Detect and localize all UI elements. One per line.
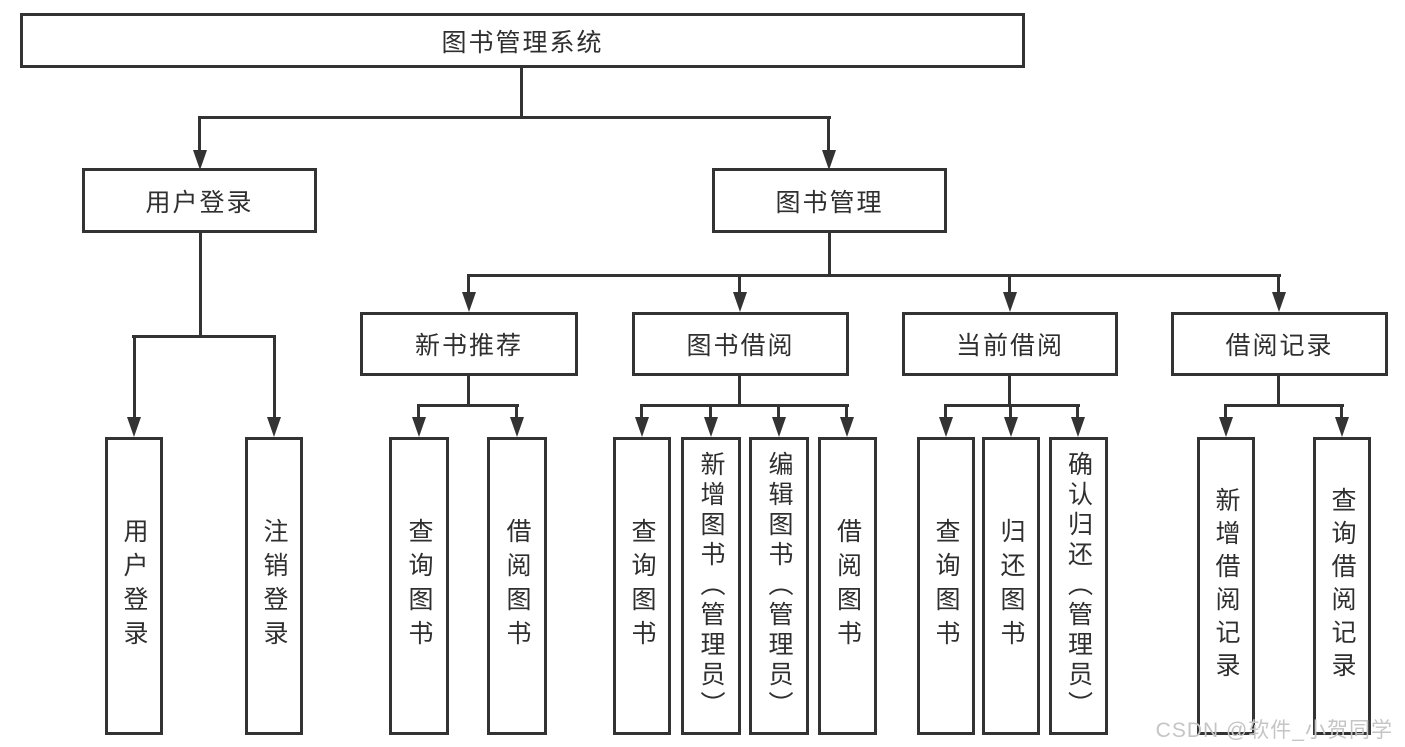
- arrowhead-query-book-2: [635, 417, 649, 437]
- leaf-edit-book-admin: 编辑图书（管理员）: [749, 437, 809, 735]
- arrowhead-add-borrow-record: [1219, 417, 1233, 437]
- node-borrowing-records: 借阅记录: [1171, 312, 1388, 376]
- leaf-confirm-return-admin: 确认归还（管理员）: [1049, 437, 1108, 735]
- connector-book-management-feeder: [828, 233, 831, 276]
- arrowhead-return-book: [1004, 417, 1018, 437]
- connector-current-borrowing-branch: [944, 404, 1080, 407]
- leaf-return-book: 归还图书: [982, 437, 1040, 735]
- arrowhead-query-book-3: [939, 417, 953, 437]
- connector-user-login-branch: [132, 335, 276, 338]
- leaf-add-book-admin: 新增图书（管理员）: [681, 437, 741, 735]
- connector-stem-add-borrow-record: [1224, 405, 1227, 419]
- connector-borrowing-records-branch: [1224, 404, 1344, 407]
- connector-stem-query-book-1: [417, 405, 420, 419]
- connector-level3-branch: [467, 274, 1281, 277]
- connector-stem-borrow-book-2: [845, 405, 848, 419]
- arrowhead-book-management: [822, 150, 836, 170]
- connector-stem-borrowing-records: [1277, 275, 1280, 294]
- connector-stem-borrow-book-1: [515, 405, 518, 419]
- leaf-query-book-recommend: 查询图书: [389, 437, 449, 735]
- connector-stem-leaf-user-login: [133, 336, 136, 417]
- node-new-book-recommend: 新书推荐: [360, 312, 578, 376]
- connector-stem-current-borrowing: [1008, 275, 1011, 294]
- arrowhead-borrow-book-1: [510, 417, 524, 437]
- connector-stem-book-management: [827, 117, 830, 152]
- connector-stem-query-book-3: [944, 405, 947, 419]
- arrowhead-leaf-user-login: [127, 417, 141, 437]
- arrowhead-borrow-book-2: [840, 417, 854, 437]
- connector-stem-user-login: [198, 117, 201, 152]
- arrowhead-book-borrowing: [733, 292, 747, 312]
- csdn-watermark: CSDN @软件_小贺同学: [1155, 719, 1393, 742]
- connector-stem-edit-book: [777, 405, 780, 419]
- connector-stem-return-book: [1009, 405, 1012, 419]
- arrowhead-borrowing-records: [1272, 292, 1286, 312]
- connector-new-book-feeder: [467, 375, 470, 406]
- leaf-query-book-borrowing: 查询图书: [613, 437, 671, 735]
- leaf-add-borrow-record: 新增借阅记录: [1197, 437, 1255, 735]
- connector-current-borrowing-feeder: [1008, 375, 1011, 406]
- connector-book-borrowing-feeder: [738, 375, 741, 406]
- leaf-borrow-book-recommend: 借阅图书: [487, 437, 547, 735]
- leaf-query-book-current: 查询图书: [917, 437, 975, 735]
- leaf-logout: 注销登录: [245, 437, 303, 735]
- connector-stem-new-book: [467, 275, 470, 294]
- leaf-borrow-book-borrowing: 借阅图书: [818, 437, 877, 735]
- connector-stem-confirm-return: [1076, 405, 1079, 419]
- node-book-borrowing: 图书借阅: [632, 312, 849, 376]
- connector-book-borrowing-branch: [640, 404, 849, 407]
- connector-root-feeder: [520, 68, 523, 118]
- arrowhead-add-book: [704, 417, 718, 437]
- arrowhead-query-borrow-record: [1335, 417, 1349, 437]
- leaf-user-login: 用户登录: [105, 437, 163, 735]
- arrowhead-new-book: [462, 292, 476, 312]
- arrowhead-query-book-1: [412, 417, 426, 437]
- connector-stem-book-borrowing: [738, 275, 741, 294]
- connector-user-login-feeder: [199, 233, 202, 337]
- connector-new-book-branch: [417, 404, 519, 407]
- arrowhead-current-borrowing: [1003, 292, 1017, 312]
- arrowhead-edit-book: [772, 417, 786, 437]
- node-root-system: 图书管理系统: [20, 13, 1025, 68]
- node-book-management: 图书管理: [712, 168, 947, 233]
- arrowhead-leaf-logout: [267, 417, 281, 437]
- connector-borrowing-records-feeder: [1277, 375, 1280, 406]
- connector-stem-query-book-2: [640, 405, 643, 419]
- node-current-borrowing: 当前借阅: [902, 312, 1118, 376]
- arrowhead-confirm-return: [1071, 417, 1085, 437]
- node-user-login: 用户登录: [82, 168, 317, 233]
- connector-level2-branch: [198, 116, 831, 119]
- leaf-query-borrow-record: 查询借阅记录: [1313, 437, 1371, 735]
- connector-stem-leaf-logout: [273, 336, 276, 417]
- arrowhead-user-login: [193, 150, 207, 170]
- connector-stem-add-book: [709, 405, 712, 419]
- connector-stem-query-borrow-record: [1340, 405, 1343, 419]
